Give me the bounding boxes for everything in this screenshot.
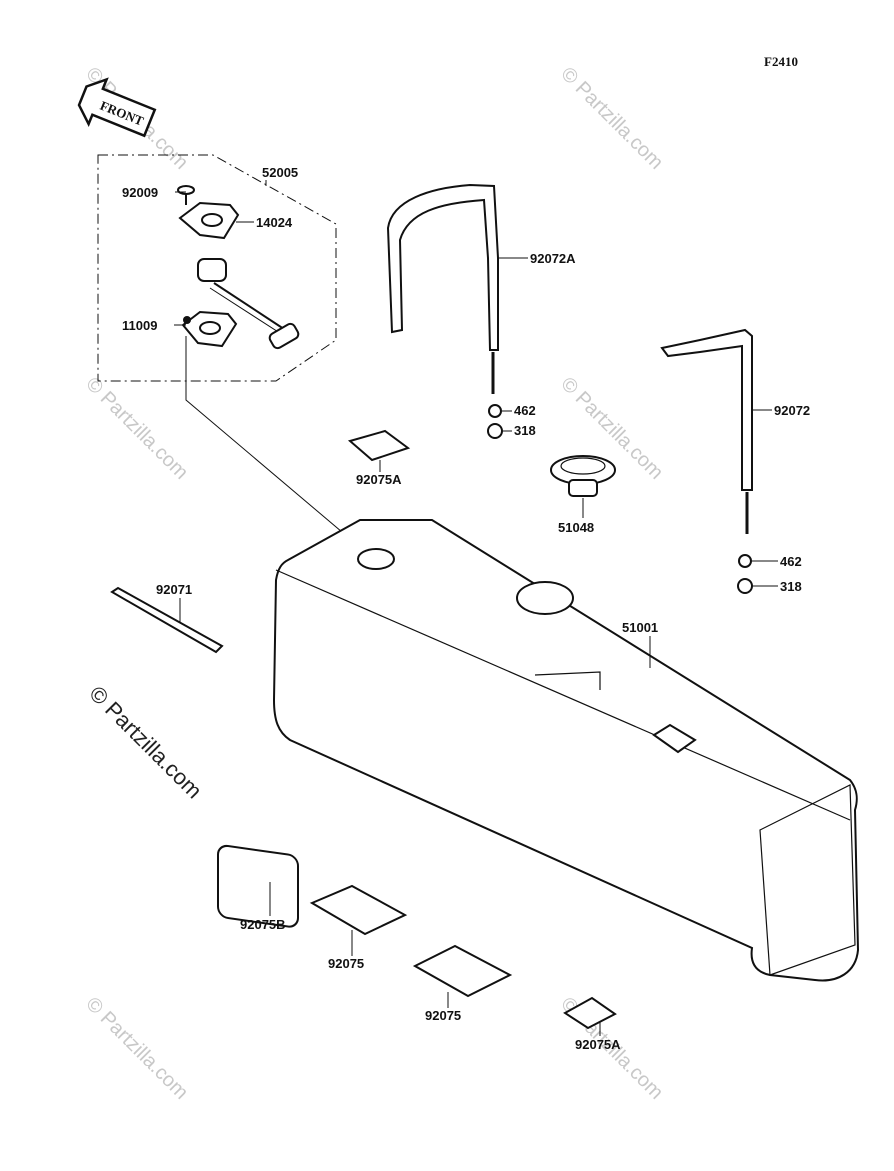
part-label-92009: 92009 xyxy=(122,185,158,200)
fuel-sender-float-unit xyxy=(197,258,227,282)
assembly-leader-line xyxy=(185,336,356,560)
part-label-318: 318 xyxy=(514,423,536,438)
fuel-cap-51048 xyxy=(550,455,616,497)
screw-92009 xyxy=(177,185,195,195)
part-label-462: 462 xyxy=(780,554,802,569)
part-label-92075: 92075 xyxy=(328,956,364,971)
part-label-318: 318 xyxy=(780,579,802,594)
washer-462-b xyxy=(738,554,752,568)
pad-92075A-bottom xyxy=(563,996,617,1030)
part-label-14024: 14024 xyxy=(256,215,293,230)
part-label-92075: 92075 xyxy=(425,1008,461,1023)
part-label-462: 462 xyxy=(514,403,536,418)
pad-92075-2 xyxy=(412,944,513,998)
watermark-main: © Partzilla.com xyxy=(84,681,207,804)
part-label-52005: 52005 xyxy=(262,165,298,180)
watermark: © Partzilla.com xyxy=(556,63,667,174)
strap-92072A xyxy=(386,183,499,394)
part-label-92071: 92071 xyxy=(156,582,192,597)
assembly-box xyxy=(97,154,337,382)
watermark: © Partzilla.com xyxy=(81,993,192,1104)
nut-318-b xyxy=(737,578,753,594)
fuel-tank-51001 xyxy=(272,519,860,982)
figure-code: F2410 xyxy=(764,54,798,69)
part-label-51001: 51001 xyxy=(622,620,658,635)
pad-92075-1 xyxy=(309,884,408,936)
watermark: © Partzilla.com xyxy=(81,373,192,484)
part-label-92072: 92072 xyxy=(774,403,810,418)
part-label-11009: 11009 xyxy=(122,318,157,333)
nut-318-a xyxy=(487,423,503,439)
part-labels: 52005 92009 14024 11009 92072A 462 318 9… xyxy=(122,165,810,1052)
part-label-92075B: 92075B xyxy=(240,917,286,932)
washer-462-a xyxy=(488,404,502,418)
front-arrow-icon: FRONT xyxy=(77,77,157,138)
pad-92075B xyxy=(217,844,299,928)
part-label-92075A: 92075A xyxy=(356,472,402,487)
filler-neck xyxy=(516,581,574,615)
part-label-92072A: 92072A xyxy=(530,251,576,266)
bracket-92071 xyxy=(110,586,224,654)
leader-lines xyxy=(174,180,778,1036)
strap-92072 xyxy=(660,328,753,534)
fuel-gauge-assembly xyxy=(177,185,300,350)
pad-92075A-top xyxy=(347,429,411,462)
part-label-51048: 51048 xyxy=(558,520,594,535)
part-label-92075A: 92075A xyxy=(575,1037,621,1052)
